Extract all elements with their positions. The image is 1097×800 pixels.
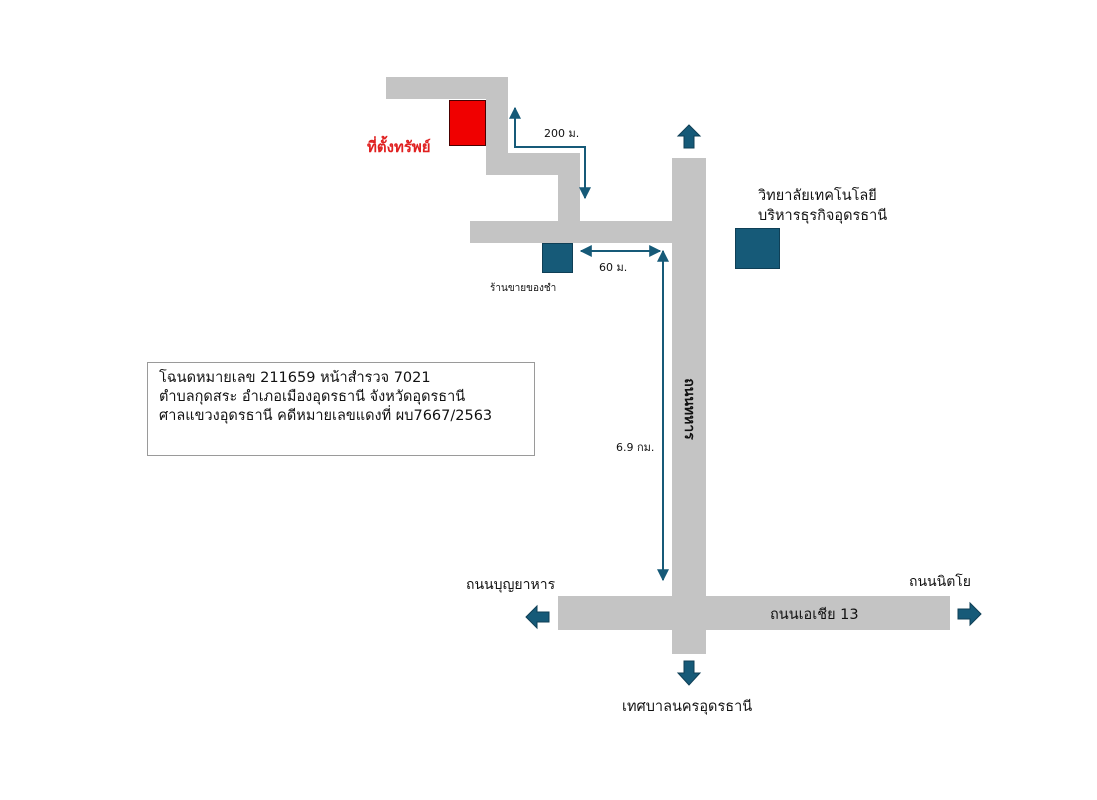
road-east-label: ถนนนิตโย	[909, 574, 972, 590]
road-main-vertical	[672, 158, 706, 654]
arrow-left-icon	[525, 604, 550, 630]
property-label: ที่ตั้งทรัพย์	[367, 138, 431, 156]
college-building	[735, 228, 780, 269]
college-label-line1: วิทยาลัยเทคโนโลยี	[758, 188, 877, 204]
road-top-segment	[386, 77, 508, 99]
main-road-label: ถนนทหาร	[681, 378, 697, 440]
shop-label: ร้านขายของชำ	[490, 283, 557, 294]
arrow-up-icon	[676, 124, 702, 149]
road-top-vertical	[486, 77, 508, 175]
distance-200m-label: 200 ม.	[544, 127, 580, 140]
road-soi	[470, 221, 706, 243]
deed-line-2: ตำบลกุดสระ อำเภอเมืองอุดรธานี จังหวัดอุด…	[159, 389, 466, 405]
college-label-line2: บริหารธุรกิจอุดรธานี	[758, 208, 888, 224]
distance-200m-line	[509, 106, 591, 200]
arrow-right-icon	[957, 601, 982, 627]
road-south-label: เทศบาลนครอุดรธานี	[622, 699, 753, 715]
distance-60m-label: 60 ม.	[599, 261, 628, 274]
arrow-down-icon	[676, 660, 702, 686]
property-marker	[449, 100, 486, 146]
road-asia-13-label: ถนนเอเชีย 13	[770, 607, 859, 623]
deed-line-3: ศาลแขวงอุดรธานี คดีหมายเลขแดงที่ ผบ7667/…	[159, 408, 493, 424]
distance-6.9km-label: 6.9 กม.	[616, 441, 655, 454]
road-asia-13	[558, 596, 950, 630]
grocery-shop	[542, 243, 573, 273]
deed-line-1: โฉนดหมายเลข 211659 หน้าสำรวจ 7021	[159, 370, 431, 386]
title-deed-info-box: โฉนดหมายเลข 211659 หน้าสำรวจ 7021 ตำบลกุ…	[147, 362, 535, 456]
road-west-label: ถนนบุญยาหาร	[466, 577, 556, 593]
